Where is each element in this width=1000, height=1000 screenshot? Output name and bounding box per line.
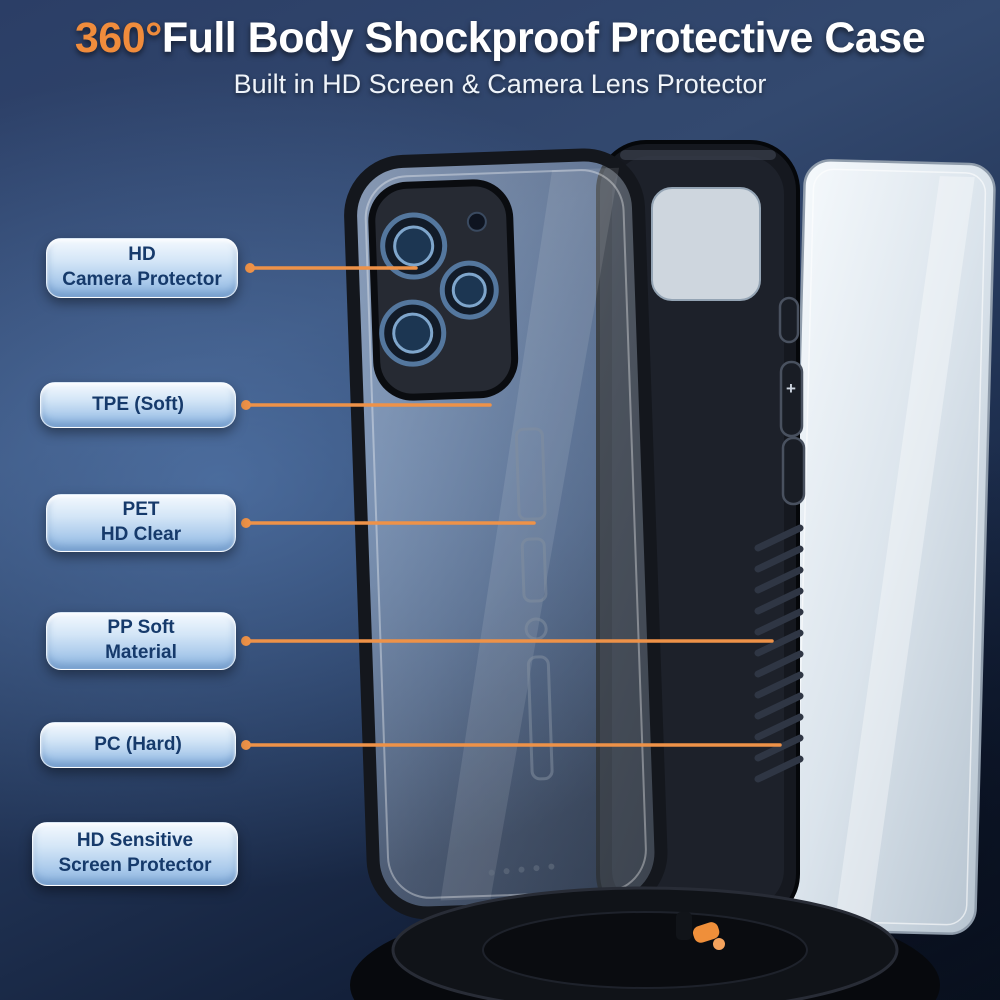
callout-tpe-soft: TPE (Soft) xyxy=(40,382,236,428)
camera-module xyxy=(368,179,519,401)
leader-lines xyxy=(241,263,782,750)
callout-pc-hard: PC (Hard) xyxy=(40,722,236,768)
callout-pp-soft-material: PP Soft Material xyxy=(46,612,236,670)
leader-line-pp xyxy=(241,636,774,646)
leader-line-camera-protector xyxy=(245,263,418,273)
lanyard-clip xyxy=(676,912,725,950)
camera-cutout-window xyxy=(651,187,761,301)
camera-flash xyxy=(466,211,487,232)
grip-texture xyxy=(754,524,804,783)
callout-pet-hd-clear: PET HD Clear xyxy=(46,494,236,552)
page-subtitle: Built in HD Screen & Camera Lens Protect… xyxy=(233,69,767,99)
screen-protector-glass xyxy=(784,159,996,935)
leader-line-pc xyxy=(241,740,782,750)
leader-line-pet xyxy=(241,518,536,528)
callout-hd-camera-protector: HD Camera Protector xyxy=(46,238,238,298)
speaker-holes xyxy=(488,863,555,876)
page-title: 360°Full Body Shockproof Protective Case xyxy=(0,14,1000,63)
inner-case-details xyxy=(514,427,554,781)
mute-button xyxy=(778,296,800,344)
power-button xyxy=(781,436,806,506)
volume-button xyxy=(779,360,804,438)
leader-line-tpe xyxy=(241,400,492,410)
volume-plus-label: + xyxy=(786,379,796,398)
title-main: Full Body Shockproof Protective Case xyxy=(161,14,926,62)
pedestal xyxy=(350,886,940,1000)
title-accent: 360° xyxy=(74,14,162,62)
callout-hd-sensitive-screen-protector: HD Sensitive Screen Protector xyxy=(32,822,238,886)
header: 360°Full Body Shockproof Protective Case… xyxy=(0,14,1000,100)
phone-case-front xyxy=(344,148,668,920)
